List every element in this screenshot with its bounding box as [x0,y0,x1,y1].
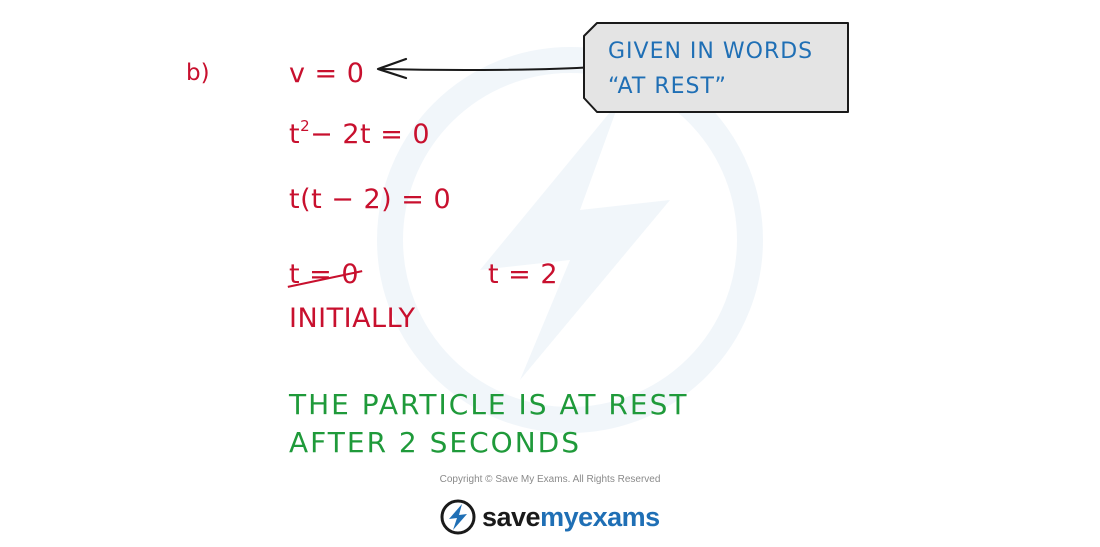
crossed-solution-note: INITIALLY [289,303,416,334]
callout-line-2: “AT REST” [608,74,727,99]
quadratic-rest: − 2t = 0 [310,119,431,150]
quadratic-base: t [289,119,301,150]
watermark-bolt-icon [377,47,763,433]
working-line-velocity: v = 0 [289,58,365,89]
crossed-solution-text: t = 0 [289,259,360,290]
working-line-quadratic: t2− 2t = 0 [289,119,431,150]
callout-box [583,22,849,113]
part-label: b) [186,60,210,86]
conclusion-line-1: THE PARTICLE IS AT REST [289,388,689,421]
working-line-factorised: t(t − 2) = 0 [289,184,452,215]
brand-word-my: my [540,501,579,532]
brand-wordmark: savemyexams [482,502,660,533]
quadratic-exponent: 2 [300,117,311,135]
conclusion-line-2: AFTER 2 SECONDS [289,426,581,459]
brand-word-exams: exams [578,501,660,532]
brand-logo: savemyexams [440,497,660,537]
crossed-solution: t = 0 [289,261,359,288]
brand-word-save: save [482,501,541,532]
lightning-bolt-icon [440,499,476,535]
callout-line-1: GIVEN IN WORDS [608,39,814,64]
valid-solution: t = 2 [488,259,559,290]
copyright-notice: Copyright © Save My Exams. All Rights Re… [439,474,661,485]
callout-note: GIVEN IN WORDS “AT REST” [583,22,849,113]
callout-arrow-icon [376,57,600,80]
